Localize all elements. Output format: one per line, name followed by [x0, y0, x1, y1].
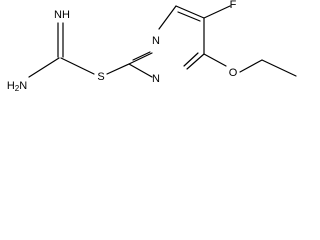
atom-label-amine-nh2: H2N: [7, 80, 27, 93]
atom-label-ring-n-top: N: [152, 35, 160, 47]
atom-label-fluorine: F: [230, 0, 237, 11]
bond-c6-c5: [175, 5, 205, 19]
bond-c6-c5-inner: [177, 11, 201, 22]
bond-c2-n1-inner: [132, 51, 151, 61]
bond-c-s: [60, 57, 95, 75]
bond-s-c2: [106, 63, 130, 75]
bond-ch2-ch3: [261, 59, 297, 77]
atom-label-sulfur: S: [97, 71, 104, 83]
bond-c2-n1: [128, 52, 153, 65]
atom-labels: NH H2N S N N F O: [7, 0, 238, 93]
bond-c4-n3-inner: [183, 52, 199, 67]
atom-label-ring-n-bottom: N: [152, 73, 160, 85]
atom-label-imine-nh: NH: [54, 9, 70, 21]
bond-c5-f: [203, 5, 231, 19]
bond-c4-o: [203, 53, 227, 67]
bonds: [28, 5, 297, 78]
bond-n3-c2: [128, 63, 153, 78]
bond-c-nh2: [28, 57, 60, 78]
bond-o-ch2: [239, 59, 263, 73]
chemical-structure: NH H2N S N N F O: [7, 0, 297, 93]
bond-n1-c6: [158, 5, 177, 30]
bond-c4-n3: [186, 53, 205, 70]
atom-label-ether-o: O: [229, 67, 238, 79]
